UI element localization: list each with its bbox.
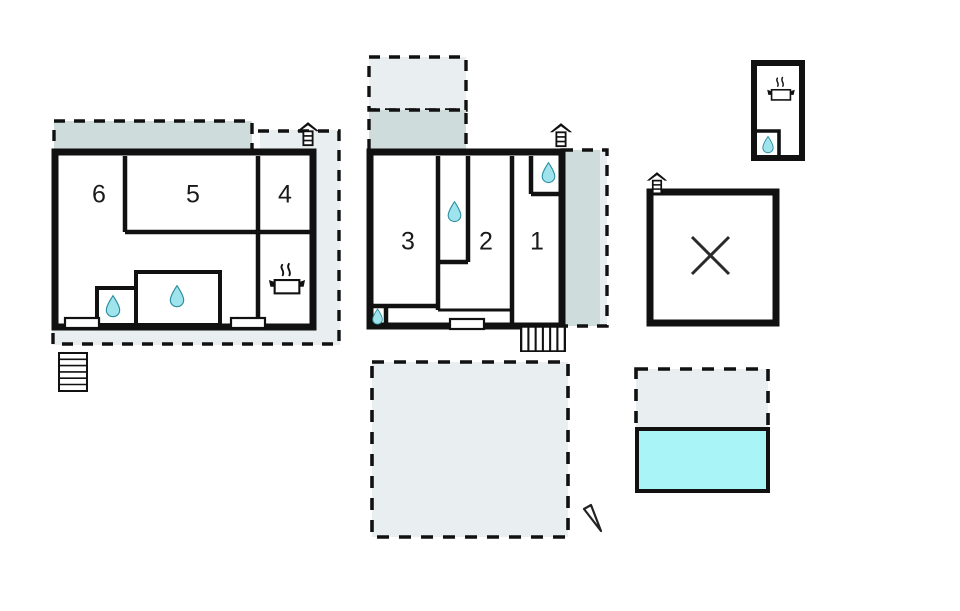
door-icon [63, 316, 101, 330]
right-building [646, 171, 780, 327]
left-building-canopy-fill [54, 121, 252, 153]
swimming-pool [635, 427, 770, 493]
room-number-2: 2 [479, 228, 493, 256]
lower-terrace [370, 360, 570, 539]
left-building: 6 5 4 [51, 119, 341, 392]
left-building-terrace-outline [51, 129, 341, 346]
door-icon [448, 317, 486, 331]
annex-bathroom-wall [757, 129, 781, 155]
pool-deck-fill [636, 369, 768, 429]
middle-canopy-fill [369, 110, 466, 153]
pool-area [634, 367, 770, 493]
direction-arrow-shape [582, 503, 603, 533]
room-number-5: 5 [186, 181, 200, 209]
direction-arrow-icon [582, 503, 603, 533]
stairs-icon [58, 352, 88, 392]
middle-carport-fill [562, 150, 600, 326]
lower-terrace-fill [372, 362, 568, 537]
pool-deck-outline [634, 367, 770, 431]
room-number-3: 3 [401, 228, 415, 256]
middle-building: 3 2 1 [366, 55, 609, 352]
room-number-1: 1 [530, 228, 544, 256]
chimney-icon [549, 122, 573, 148]
cross-out-icon [690, 235, 731, 276]
door-icon [229, 316, 267, 330]
middle-upper-terrace-outline [367, 55, 468, 112]
stairs-icon [520, 326, 566, 352]
middle-upper-terrace-fill [369, 57, 466, 110]
lower-terrace-outline [370, 360, 570, 539]
top-right-building [751, 60, 805, 161]
middle-carport-light-fill [600, 150, 607, 326]
room-number-6: 6 [92, 181, 106, 209]
middle-carport-outline [560, 148, 609, 328]
room-number-4: 4 [278, 181, 292, 209]
